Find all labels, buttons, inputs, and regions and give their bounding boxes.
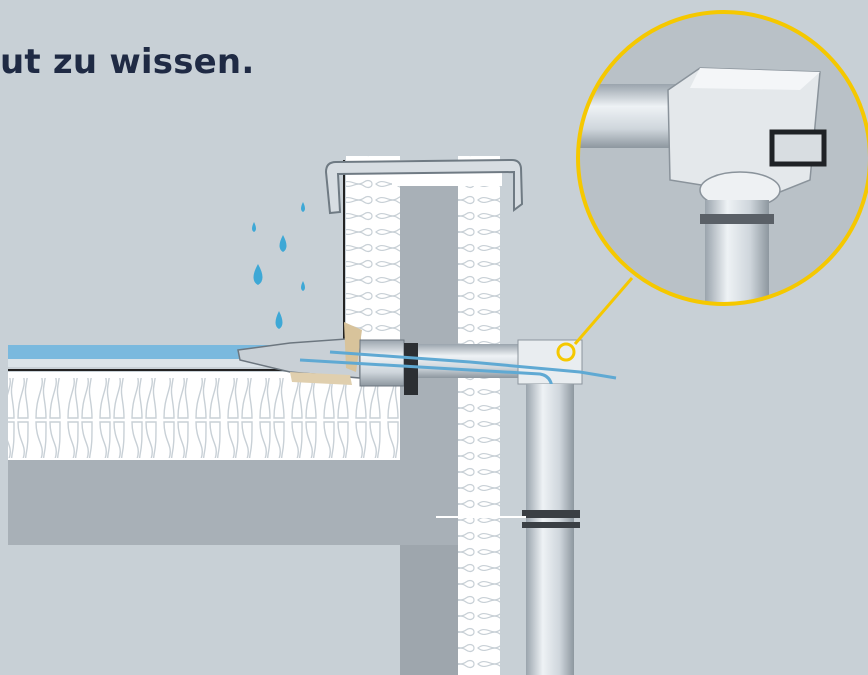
page-headline: ut zu wissen. [0,42,255,82]
rain-drops [252,202,305,329]
zoom-callout-circle [576,10,868,306]
concrete-slab [8,170,458,675]
parapet-insulation [343,156,502,675]
water-drop-icon [279,235,287,252]
parapet-cap [324,158,524,215]
water-drop-icon [275,311,283,329]
water-drop-icon [301,202,305,212]
roof-insulation [8,369,400,460]
downpipe [436,384,580,675]
water-drop-icon [253,264,263,285]
water-drop-icon [301,281,305,291]
water-drop-icon [252,222,256,232]
zoom-marker [556,277,634,362]
